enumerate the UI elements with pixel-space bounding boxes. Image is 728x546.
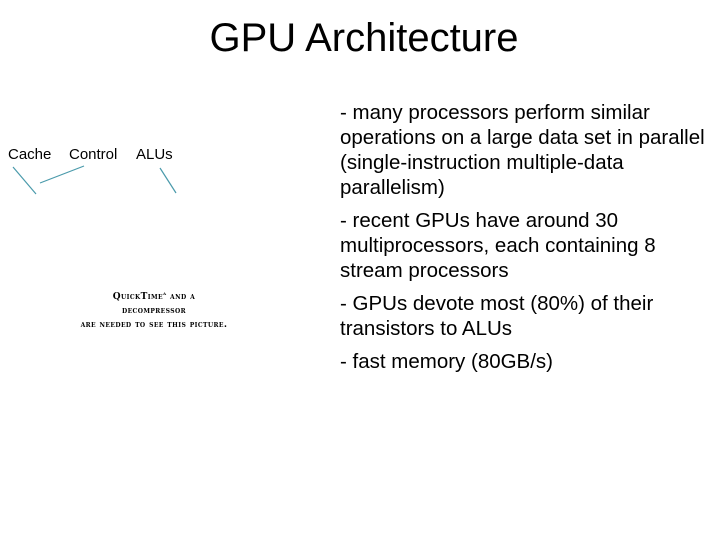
placeholder-line-3: are needed to see this picture. [80,320,228,330]
missing-image-placeholder: QuickTimea and a decompressor are needed… [64,287,244,332]
label-control: Control [69,146,118,163]
connector-alus [159,167,177,194]
placeholder-line-2: decompressor [121,306,187,316]
bullet-item: - GPUs devote most (80%) of their transi… [340,292,654,340]
bullet-item: - fast memory (80GB/s) [340,350,554,373]
placeholder-line-1-suffix: and a [166,292,196,302]
bullet-list: - many processors perform similar operat… [340,100,720,382]
bullet-item: - recent GPUs have around 30 multiproces… [340,209,656,282]
placeholder-line-1-sup: a [163,290,167,297]
placeholder-line-1: QuickTimea and a [64,287,244,304]
label-cache: Cache [8,146,52,163]
slide-title: GPU Architecture [209,16,519,60]
label-alus: ALUs [136,146,173,163]
connector-cache [12,166,37,195]
placeholder-line-1-prefix: QuickTime [112,292,163,302]
connector-control [39,165,85,184]
bullet-item: - many processors perform similar operat… [340,101,705,199]
